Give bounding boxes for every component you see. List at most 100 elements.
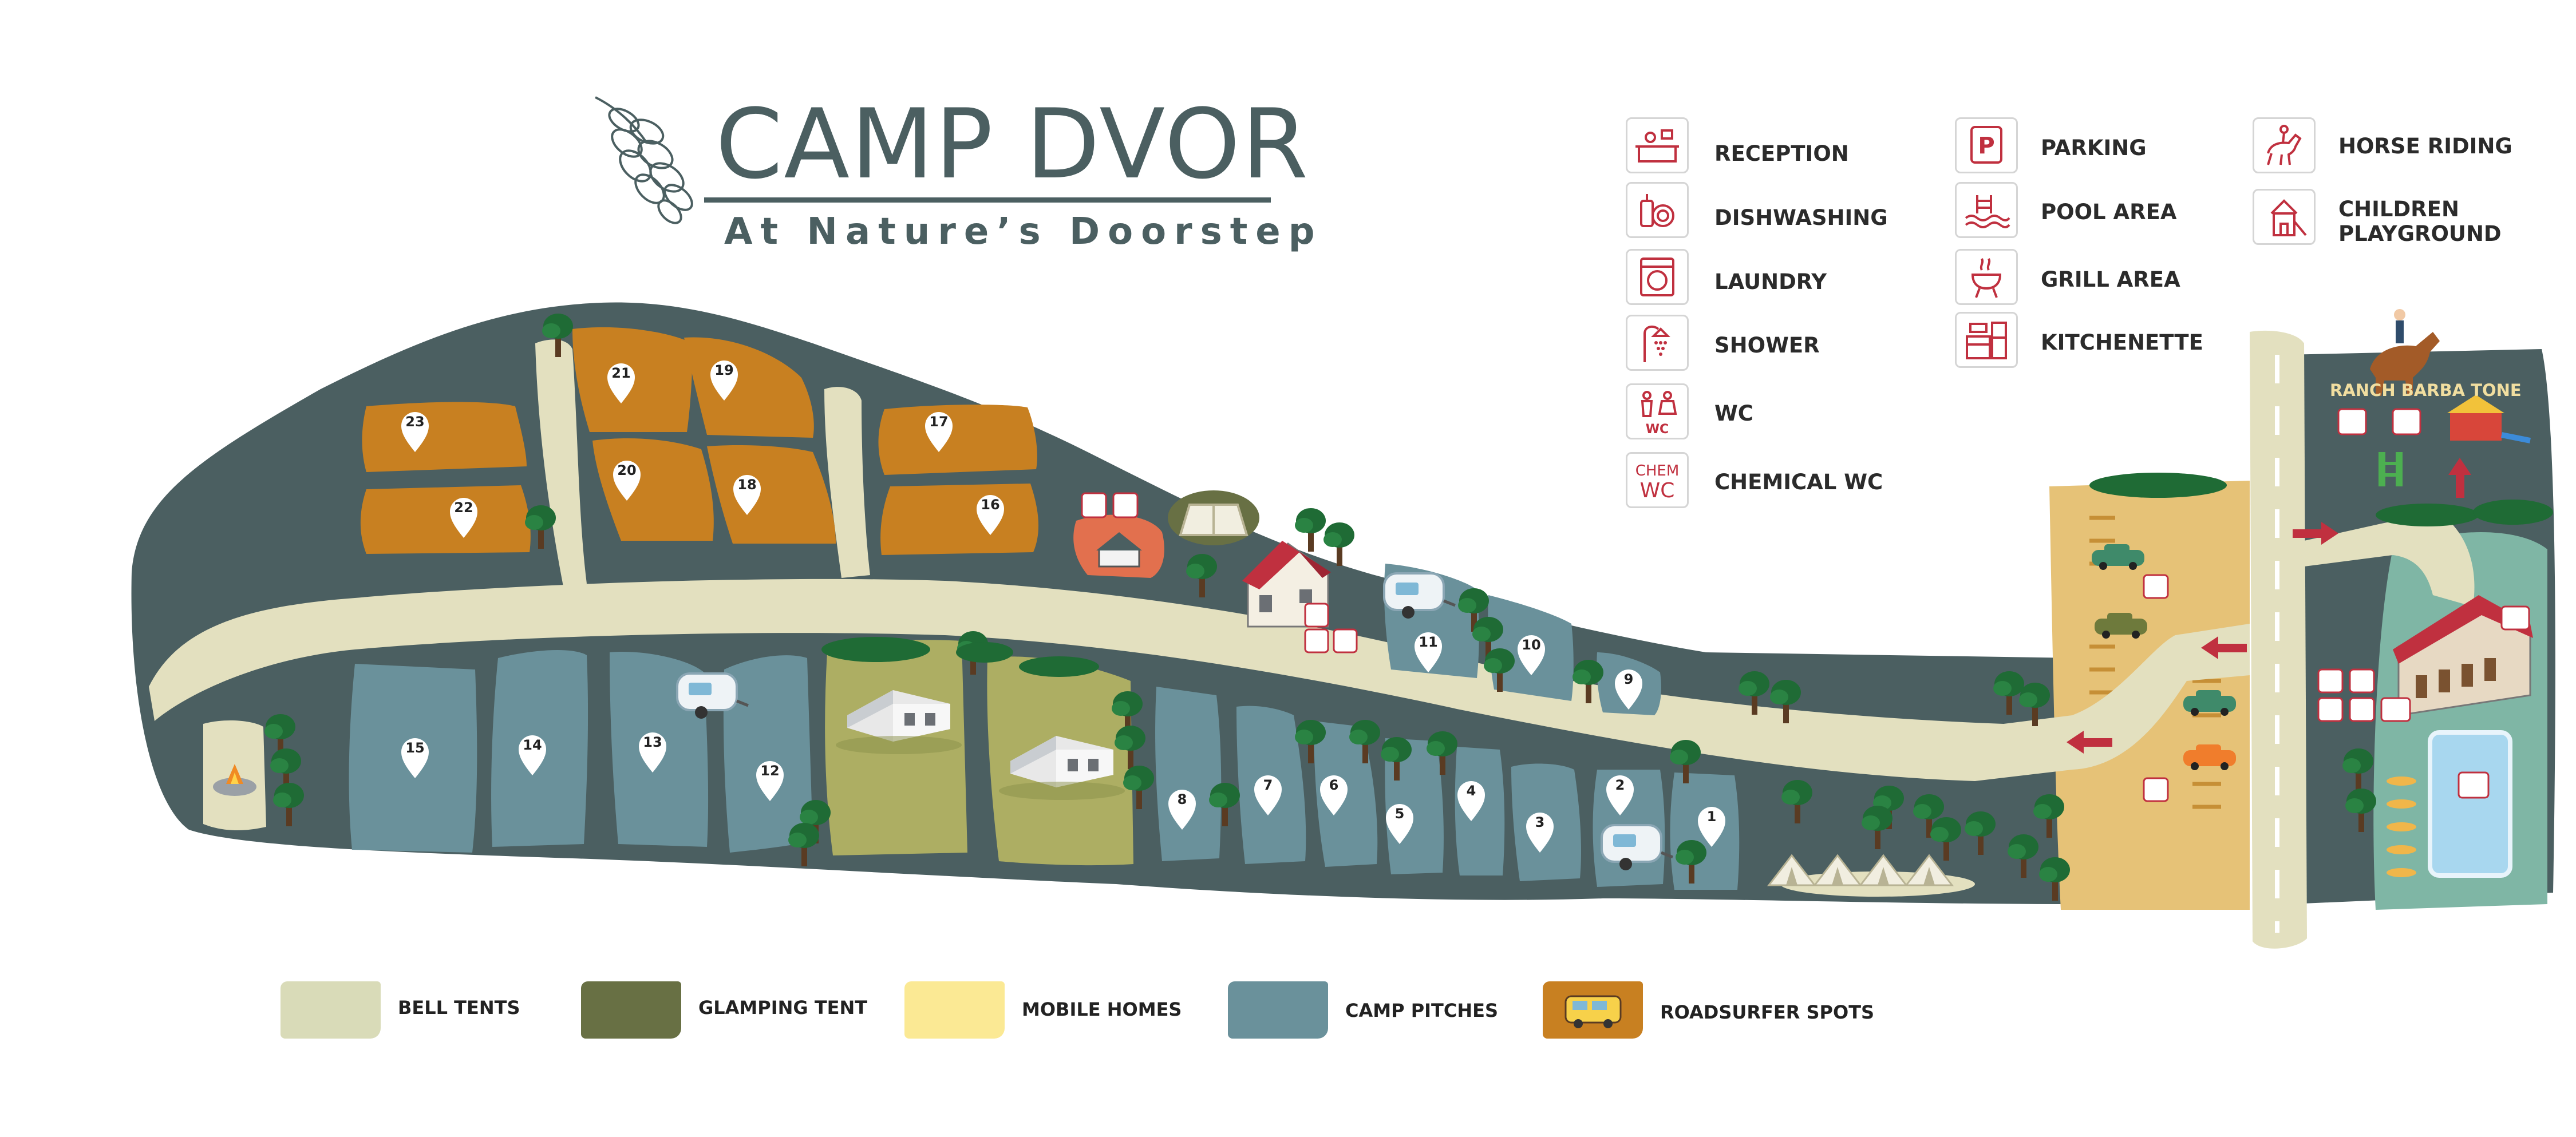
pitch-number: 4 [1467, 783, 1476, 799]
amenity-label-shower: SHOWER [1714, 333, 1820, 358]
legend-swatch-bell-tents [280, 981, 381, 1039]
amenity-label-kitchenette: KITCHENETTE [2041, 330, 2203, 355]
pitch-marker-14: 14 [519, 735, 546, 775]
roadsurfer-spot-17 [878, 405, 1037, 475]
chemical-wc-icon-text-bottom: WC [1640, 479, 1675, 502]
roadsurfer-spot-22 [360, 485, 531, 554]
horse-riding-icon [2253, 117, 2316, 173]
pitch-marker-16: 16 [977, 495, 1004, 535]
amenity-label-chemical-wc: CHEMICAL WC [1714, 470, 1883, 494]
amenity-label-playground: CHILDREN PLAYGROUND [2338, 197, 2502, 246]
pitch-marker-3: 3 [1526, 813, 1554, 853]
amenity-label-reception: RECEPTION [1714, 141, 1849, 166]
pitch-marker-22: 22 [450, 498, 477, 538]
legend-swatch-glamping-tent [581, 981, 681, 1039]
direction-arrows [2067, 458, 2471, 754]
pitch-marker-8: 8 [1168, 790, 1196, 830]
pitch-number: 2 [1615, 777, 1625, 793]
pool-icon [1955, 182, 2018, 238]
roadsurfer-spot-19 [684, 337, 814, 438]
pitch-marker-21: 21 [607, 363, 635, 403]
pitch-number: 22 [454, 500, 473, 516]
brand-subtitle: At Nature’s Doorstep [724, 211, 1323, 253]
pitch-marker-10: 10 [1518, 635, 1545, 675]
grill-icon [1955, 249, 2018, 305]
legend-label-bell-tents: BELL TENTS [398, 997, 520, 1019]
ranch-label: RANCH BARBA TONE [2330, 381, 2522, 400]
pitch-8 [1155, 687, 1222, 861]
amenity-label-wc: WC [1714, 401, 1753, 426]
side-road-left [535, 339, 587, 589]
pitch-number: 7 [1263, 777, 1273, 793]
legend-swatch-mobile-homes [904, 981, 1005, 1039]
pitch-number: 17 [929, 414, 948, 430]
roadsurfer-spot-23 [362, 402, 527, 472]
amenity-label-horse-riding: HORSE RIDING [2338, 134, 2512, 159]
pitch-markers: 1 2 3 4 5 6 7 8 9 10 11 12 13 14 15 16 1… [401, 360, 1725, 853]
chemical-wc-icon-text-top: CHEM [1635, 462, 1680, 480]
amenity-label-dishwashing: DISHWASHING [1714, 205, 1888, 230]
reception-desk-icon [1626, 117, 1689, 173]
camp-road [149, 579, 2250, 781]
amenity-label-pool: POOL AREA [2041, 200, 2177, 224]
pitch-number: 14 [523, 737, 542, 753]
glamping-tent-site [1168, 490, 1259, 545]
pitch-marker-11: 11 [1415, 632, 1442, 672]
kitchenette-icon [1955, 312, 2018, 368]
hedges [821, 473, 2553, 677]
pitch-marker-20: 20 [613, 461, 641, 501]
pitch-marker-4: 4 [1457, 781, 1485, 821]
pitch-number: 3 [1535, 814, 1545, 830]
legend-swatch-camp-pitches [1228, 981, 1328, 1039]
bell-tent-cluster [1768, 854, 1975, 897]
svg-text:WC: WC [1646, 422, 1669, 437]
playground-equipment [2379, 395, 2531, 486]
pitch-marker-18: 18 [733, 475, 761, 515]
pitch-number: 13 [643, 734, 662, 750]
pitch-marker-5: 5 [1386, 804, 1413, 844]
pitch-number: 1 [1707, 809, 1717, 825]
pool [2428, 730, 2512, 878]
pitch-number: 16 [981, 497, 999, 513]
pitch-number: 23 [405, 414, 424, 430]
pitch-marker-6: 6 [1320, 775, 1348, 815]
amenity-label-playground-line2: PLAYGROUND [2338, 221, 2502, 246]
pitch-number: 20 [617, 462, 636, 478]
pitch-marker-15: 15 [401, 738, 429, 778]
brand-underline [704, 197, 1271, 203]
campfire-icon [213, 764, 256, 796]
pitch-number: 9 [1624, 671, 1634, 687]
camper-van-icon [1564, 995, 1622, 1028]
pitch-marker-13: 13 [639, 732, 666, 772]
amenity-label-parking: PARKING [2041, 136, 2147, 160]
dishwashing-icon [1626, 182, 1689, 238]
pitch-marker-1: 1 [1698, 807, 1725, 847]
horse-rider-icon [2370, 309, 2440, 396]
legend-swatch-roadsurfer-spots [1543, 981, 1643, 1039]
pitch-marker-12: 12 [756, 761, 784, 801]
parking-icon-letter: P [1978, 133, 1994, 159]
legend-label-glamping-tent: GLAMPING TENT [698, 997, 868, 1019]
roadsurfer-spot-18 [707, 445, 836, 544]
pitch-number: 10 [1522, 637, 1540, 653]
amenity-label-laundry: LAUNDRY [1714, 270, 1827, 294]
wc-icon: WC [1626, 383, 1689, 439]
side-road-right [824, 387, 870, 578]
pitch-marker-17: 17 [925, 412, 953, 452]
reception-zone [1073, 514, 1164, 578]
roadsurfer-spot-16 [880, 484, 1039, 555]
pitch-marker-23: 23 [401, 412, 429, 452]
playground-icon [2253, 189, 2316, 245]
legend-label-mobile-homes: MOBILE HOMES [1022, 999, 1182, 1020]
pitch-number: 15 [405, 740, 424, 756]
pitch-number: 5 [1395, 806, 1405, 822]
on-map-amenity-badges [1081, 408, 2530, 802]
pitch-number: 8 [1178, 791, 1187, 807]
brand-title: CAMP DVOR [716, 88, 1310, 200]
pitch-marker-2: 2 [1606, 775, 1634, 815]
legend-label-roadsurfer-spots: ROADSURFER SPOTS [1660, 1001, 1875, 1023]
pitch-number: 11 [1419, 634, 1437, 650]
